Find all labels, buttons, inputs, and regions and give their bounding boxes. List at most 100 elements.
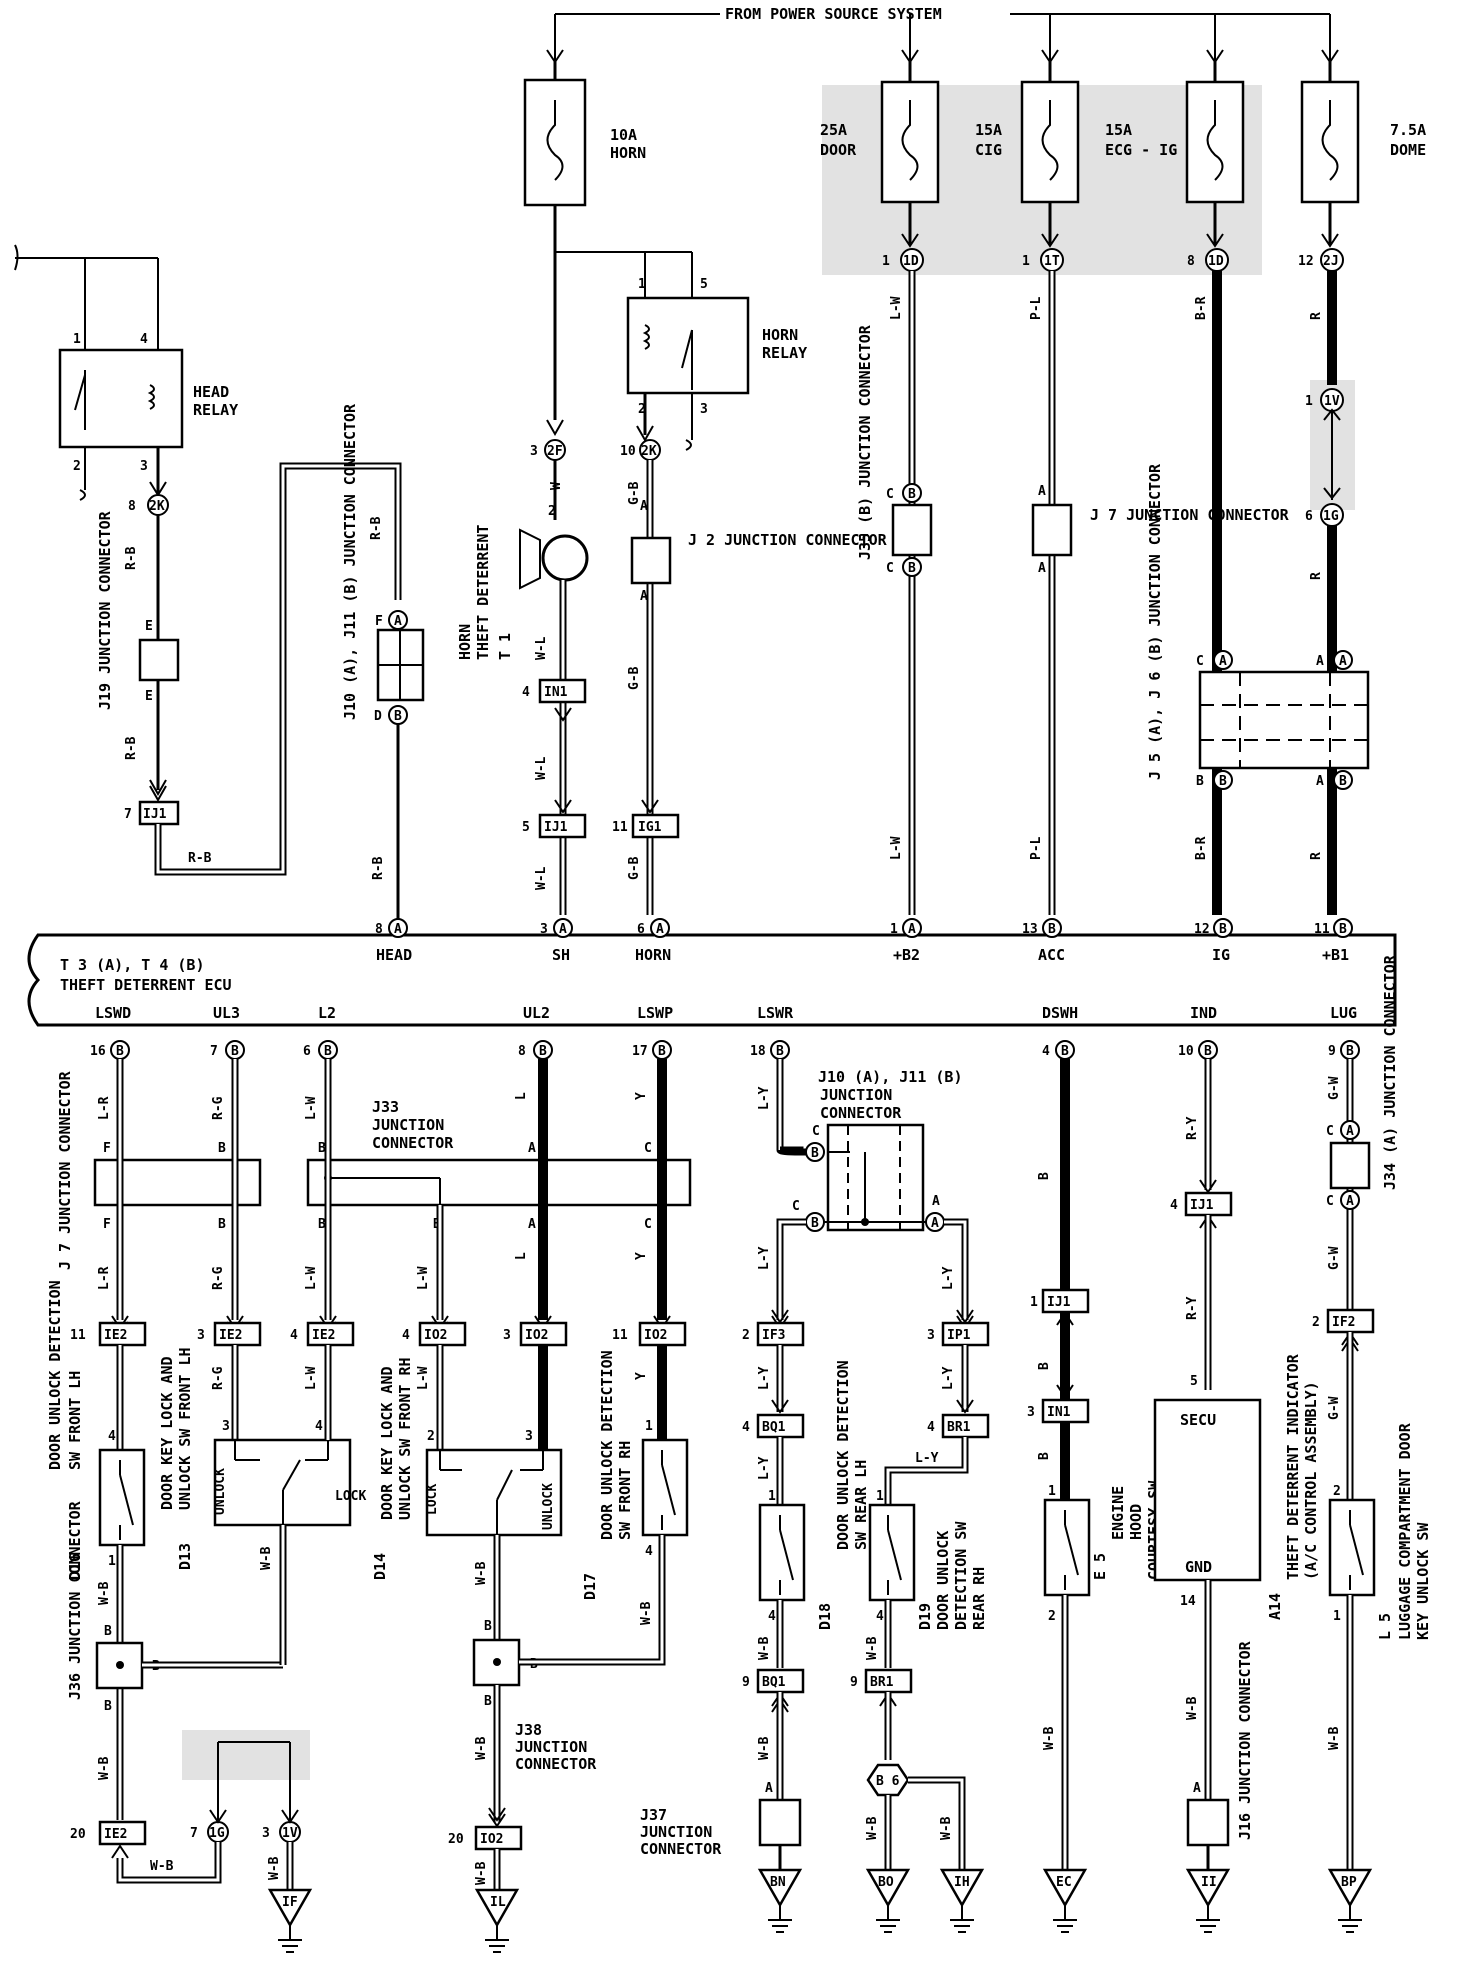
svg-text:20: 20	[70, 1827, 86, 1842]
svg-text:G-B: G-B	[627, 856, 642, 880]
svg-text:L-R: L-R	[97, 1266, 112, 1290]
svg-text:1: 1	[1305, 394, 1313, 409]
svg-text:DETECTION SW: DETECTION SW	[952, 1521, 970, 1630]
svg-text:Y: Y	[634, 1252, 649, 1260]
svg-text:IL: IL	[490, 1895, 506, 1910]
d13-id: D13	[176, 1543, 194, 1570]
svg-text:2K: 2K	[641, 444, 657, 459]
svg-text:A: A	[640, 589, 648, 604]
svg-text:II: II	[1201, 1875, 1217, 1890]
svg-text:IG: IG	[1212, 946, 1230, 964]
svg-text:IO2: IO2	[644, 1328, 667, 1343]
svg-text:A: A	[931, 1216, 939, 1231]
svg-text:B: B	[116, 1044, 124, 1059]
dswh-e5-circuit: B IJ1 1 B IN1 3 B 1 2 W-B E 5 ENGINE HOO…	[1027, 1059, 1163, 1870]
svg-text:8: 8	[518, 1044, 526, 1059]
svg-text:1: 1	[1030, 1295, 1038, 1310]
svg-text:3: 3	[540, 922, 548, 937]
t1-id: T 1	[496, 633, 514, 660]
svg-text:A: A	[932, 1194, 940, 1209]
svg-text:17: 17	[632, 1044, 648, 1059]
svg-text:3: 3	[700, 402, 708, 417]
svg-text:SW FRONT LH: SW FRONT LH	[66, 1371, 84, 1470]
svg-text:W-L: W-L	[534, 866, 549, 890]
j33-label-c: CONNECTOR	[372, 1134, 454, 1152]
svg-text:C: C	[1326, 1194, 1334, 1209]
svg-text:IN1: IN1	[1047, 1405, 1071, 1420]
a14-id: A14	[1266, 1593, 1284, 1620]
svg-text:UNLOCK: UNLOCK	[541, 1483, 556, 1530]
svg-text:12: 12	[1298, 254, 1314, 269]
j34-label: J34 (A) JUNCTION CONNECTOR	[1381, 954, 1399, 1190]
j10-j11-bottom-c: CONNECTOR	[820, 1104, 902, 1122]
svg-text:HEAD: HEAD	[376, 946, 412, 964]
head-relay: 1 4 2 3 HEAD RELAY	[14, 244, 238, 501]
svg-text:BO: BO	[878, 1875, 894, 1890]
svg-text:3: 3	[1027, 1405, 1035, 1420]
svg-text:W-B: W-B	[474, 1561, 489, 1585]
ul2-d14-circuit: L L IO2 3 3 LOCK UNLOCK W-B B B B J38 JU…	[371, 1059, 597, 1851]
j16-label: J16 JUNCTION CONNECTOR	[1236, 1640, 1254, 1840]
svg-text:IO2: IO2	[480, 1832, 503, 1847]
svg-text:E: E	[145, 619, 153, 634]
svg-text:1: 1	[890, 922, 898, 937]
svg-text:3: 3	[927, 1328, 935, 1343]
svg-text:L-Y: L-Y	[757, 1456, 772, 1480]
svg-text:6: 6	[1305, 509, 1313, 524]
svg-text:B: B	[1037, 1172, 1052, 1180]
svg-text:B: B	[104, 1699, 112, 1714]
svg-text:IH: IH	[954, 1875, 970, 1890]
svg-text:G-W: G-W	[1327, 1076, 1342, 1100]
svg-text:L-W: L-W	[304, 1266, 319, 1290]
svg-text:EC: EC	[1056, 1875, 1072, 1890]
ind-a14-circuit: R-Y IJ1 4 R-Y 5 SECU GND 14 W-B A J16 JU…	[1153, 1059, 1320, 1870]
svg-text:3: 3	[503, 1328, 511, 1343]
svg-text:R: R	[1309, 312, 1324, 320]
ground-bo: BO	[865, 1868, 911, 1933]
svg-text:D: D	[374, 709, 382, 724]
svg-text:F: F	[103, 1217, 111, 1232]
ground-ii: II	[1185, 1868, 1231, 1933]
svg-text:R-G: R-G	[211, 1366, 226, 1390]
svg-text:G-B: G-B	[627, 481, 642, 505]
svg-text:12: 12	[1194, 922, 1210, 937]
svg-text:LSWR: LSWR	[757, 1004, 794, 1022]
svg-text:8: 8	[1187, 254, 1195, 269]
svg-text:B: B	[1048, 922, 1056, 937]
svg-text:1: 1	[108, 1554, 116, 1569]
svg-text:15A: 15A	[975, 121, 1002, 139]
svg-text:C: C	[886, 561, 894, 576]
svg-text:HOOD: HOOD	[1127, 1504, 1145, 1540]
svg-text:W-B: W-B	[1185, 1696, 1200, 1720]
svg-text:A: A	[528, 1141, 536, 1156]
svg-text:HORN: HORN	[635, 946, 671, 964]
svg-text:4: 4	[1042, 1044, 1050, 1059]
svg-text:A: A	[1339, 654, 1347, 669]
j10-j11-top-label: J10 (A), J11 (B) JUNCTION CONNECTOR	[341, 403, 359, 720]
svg-text:B: B	[1037, 1362, 1052, 1370]
svg-text:7: 7	[190, 1826, 198, 1841]
d14-id: D14	[371, 1553, 389, 1580]
svg-text:HORN: HORN	[610, 144, 646, 162]
svg-text:2F: 2F	[547, 444, 563, 459]
j37-label-c: CONNECTOR	[640, 1840, 722, 1858]
svg-text:B: B	[324, 1044, 332, 1059]
svg-text:15A: 15A	[1105, 121, 1132, 139]
svg-text:B: B	[811, 1146, 819, 1161]
svg-text:11: 11	[612, 820, 628, 835]
svg-text:1G: 1G	[1323, 509, 1339, 524]
j2-label: J 2 JUNCTION CONNECTOR	[688, 531, 888, 549]
j10-j11-bottom-b: JUNCTION	[820, 1086, 892, 1104]
svg-text:IF2: IF2	[1332, 1315, 1355, 1330]
j38-label-a: J38	[515, 1721, 542, 1739]
svg-text:W-L: W-L	[534, 756, 549, 780]
ground-ec: EC	[1042, 1868, 1088, 1933]
j38-label-c: CONNECTOR	[515, 1755, 597, 1773]
svg-text:20: 20	[448, 1832, 464, 1847]
svg-text:C: C	[1326, 1124, 1334, 1139]
svg-text:L-W: L-W	[304, 1096, 319, 1120]
svg-text:DOME: DOME	[1390, 141, 1426, 159]
svg-text:IE2: IE2	[104, 1827, 127, 1842]
horn-relay: 1 5 2 3 HORN RELAY	[553, 205, 807, 451]
svg-text:DOOR KEY LOCK AND: DOOR KEY LOCK AND	[158, 1356, 176, 1510]
